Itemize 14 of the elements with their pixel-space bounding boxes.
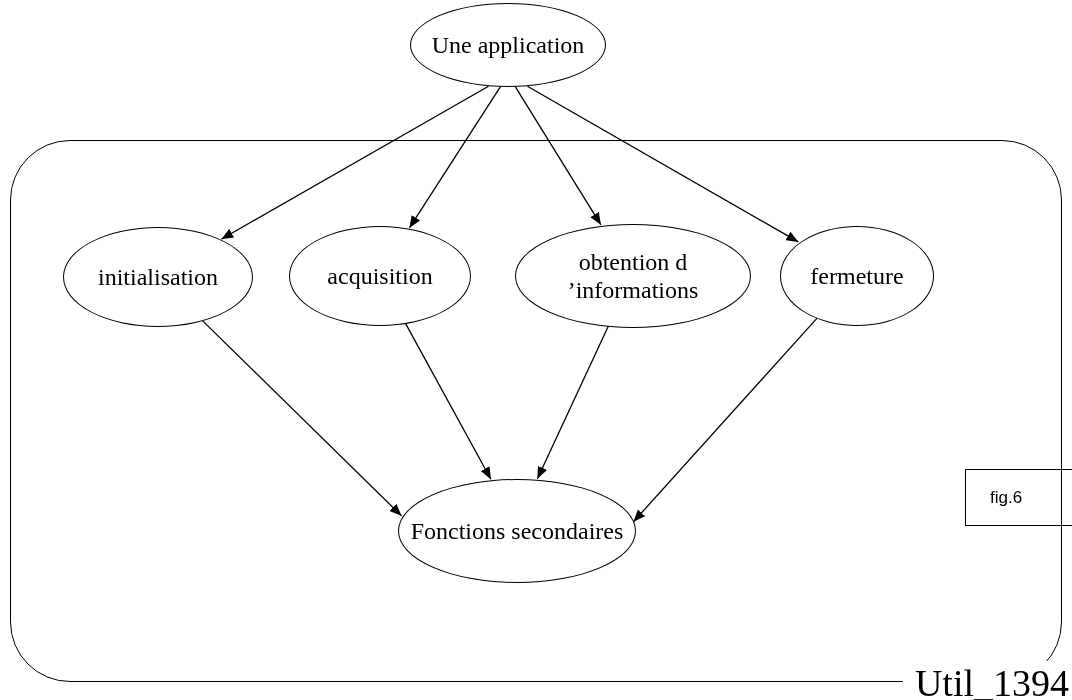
node-label: Une application bbox=[430, 31, 586, 59]
figure-tag bbox=[965, 469, 1072, 526]
node-label: acquisition bbox=[326, 262, 434, 290]
arrow bbox=[220, 85, 490, 240]
node-label: Fonctions secondaires bbox=[409, 517, 625, 545]
figure-number: fig.6 bbox=[990, 487, 1023, 508]
arrow bbox=[514, 86, 602, 226]
node-label: initialisation bbox=[97, 263, 219, 291]
arrow bbox=[408, 86, 501, 229]
node-label: obtention d ’informations bbox=[566, 248, 700, 304]
arrow bbox=[526, 85, 799, 243]
arrow bbox=[201, 319, 403, 517]
node-label: fermeture bbox=[809, 262, 905, 290]
arrow bbox=[632, 317, 818, 523]
